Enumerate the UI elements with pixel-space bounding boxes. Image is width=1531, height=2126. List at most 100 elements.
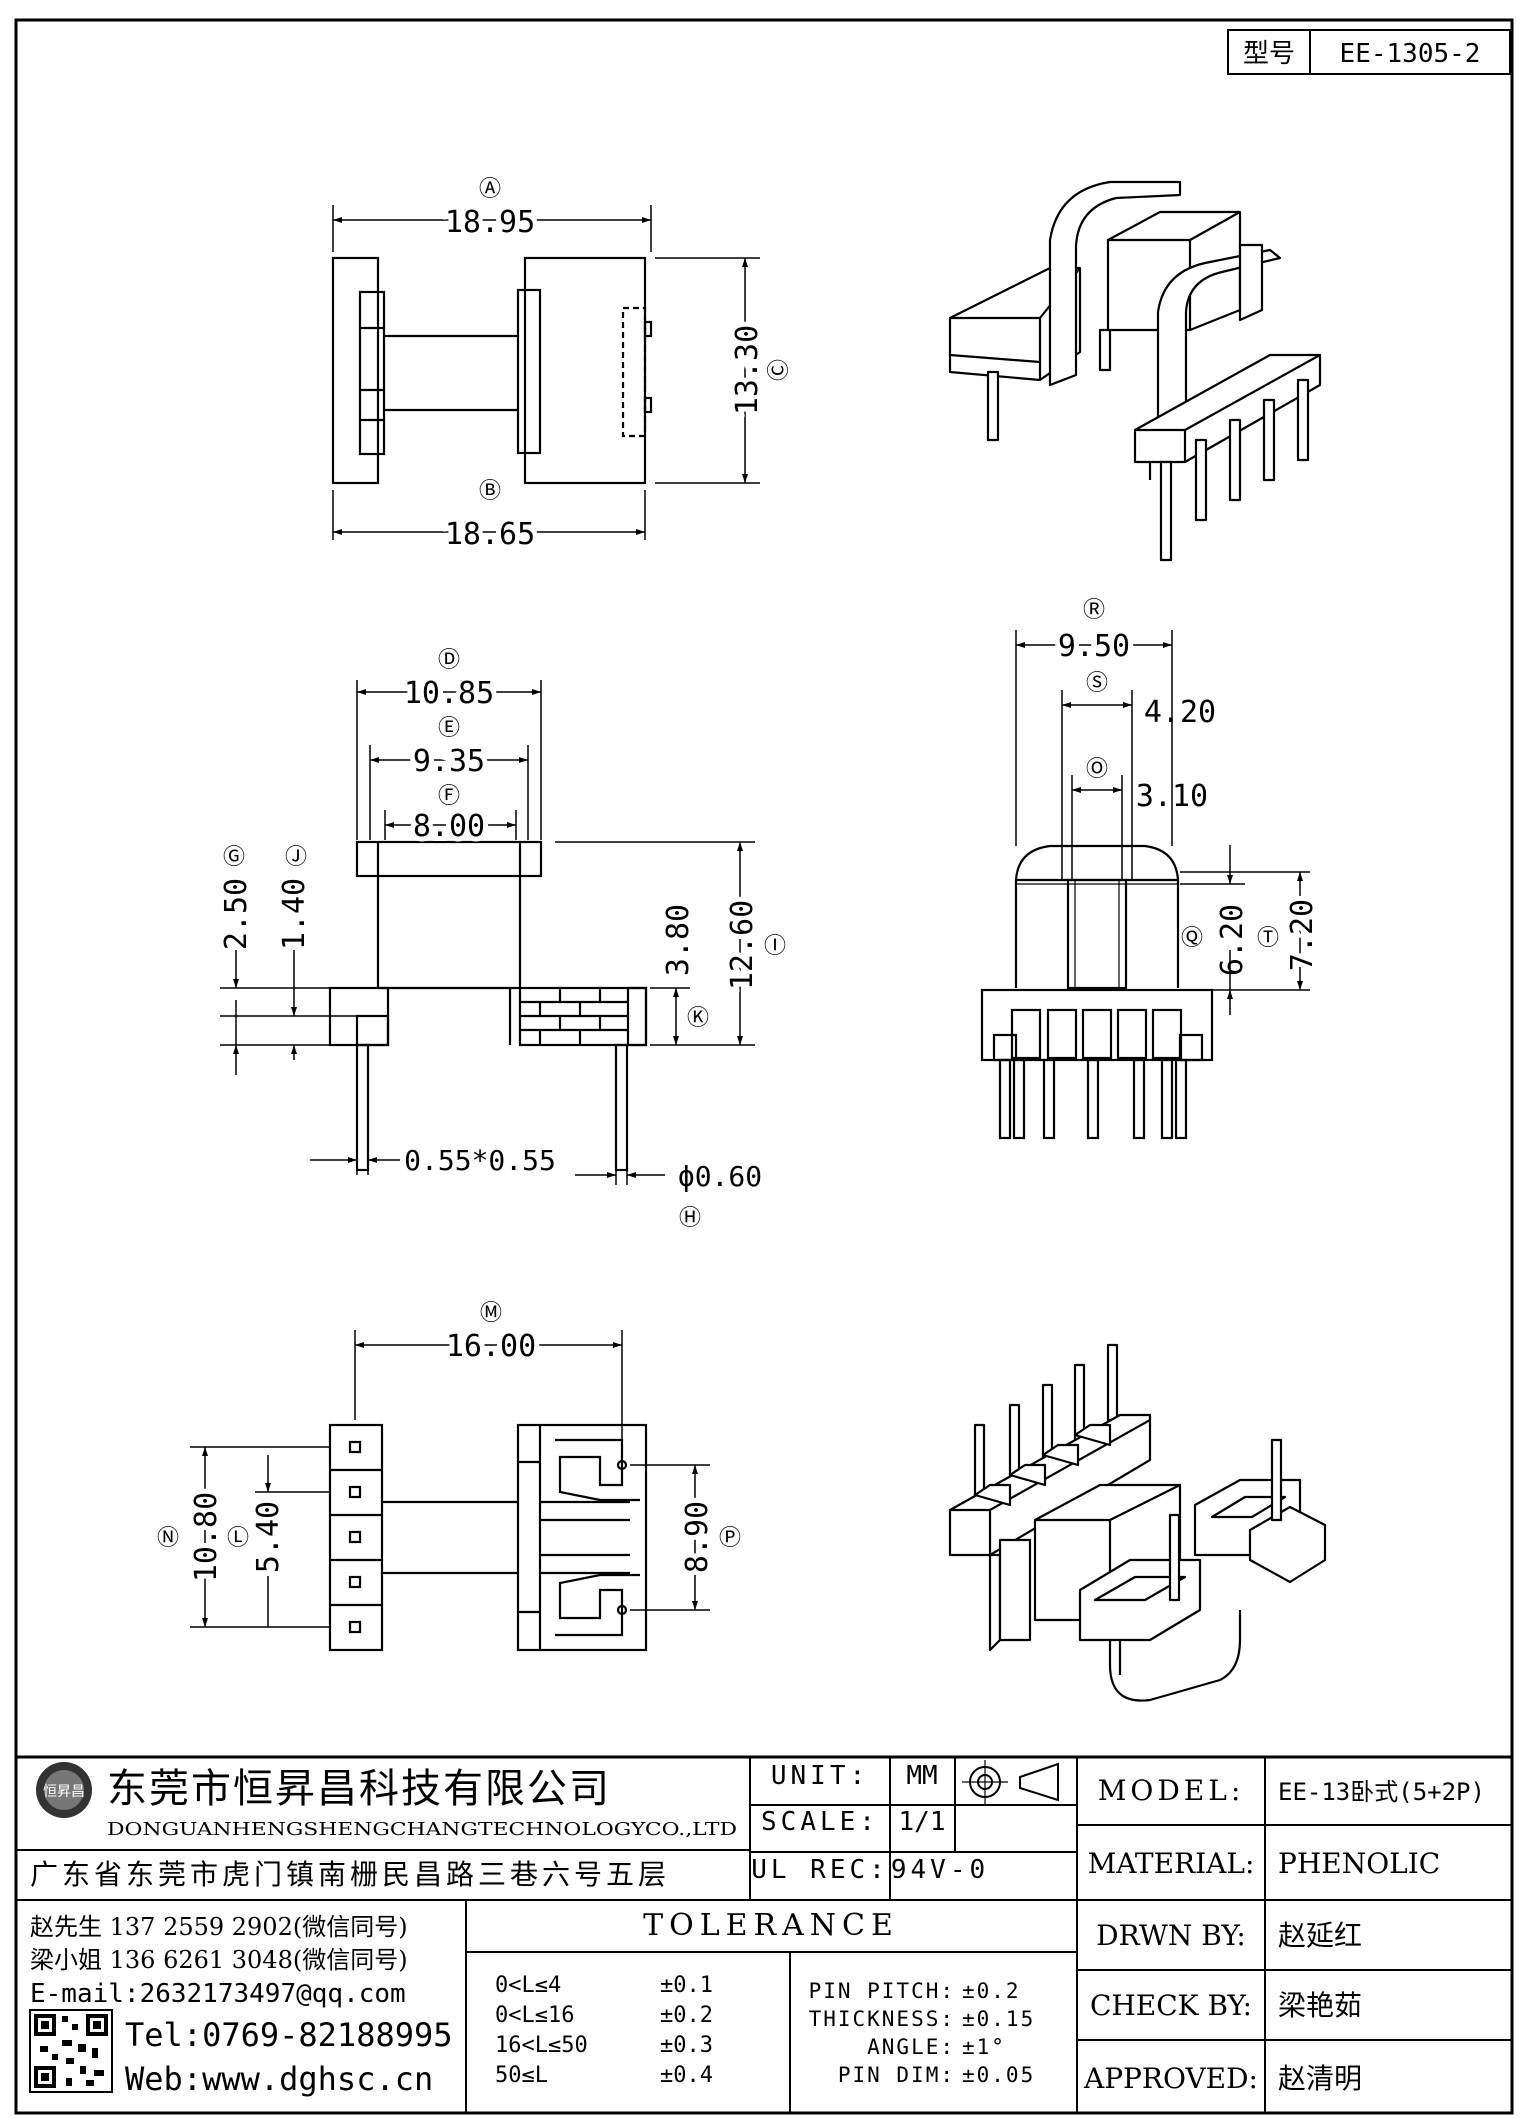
ul-value: 94V-0: [891, 1855, 989, 1885]
contact-tel: Tel:0769-82188995: [125, 2016, 453, 2054]
contact-web: Web:www.dghsc.cn: [125, 2060, 433, 2098]
company-name-cn: 东莞市恒昇昌科技有限公司: [107, 1766, 611, 1812]
dim-F-mark: Ⓕ: [438, 784, 460, 809]
drawn-by-label: DRWN BY:: [1096, 1919, 1246, 1952]
unit-label: UNIT:: [771, 1761, 869, 1791]
material-value: PHENOLIC: [1278, 1847, 1440, 1880]
company-address: 广东省东莞市虎门镇南栅民昌路三巷六号五层: [30, 1858, 670, 1891]
dim-B-mark: Ⓑ: [479, 479, 501, 504]
dim-H-mark: Ⓗ: [679, 1206, 701, 1231]
contact-2: 梁小姐 136 6261 3048(微信同号): [30, 1946, 408, 1974]
model-value: EE-13卧式(5+2P): [1278, 1778, 1485, 1806]
check-by-label: CHECK BY:: [1090, 1989, 1252, 2022]
dim-B-value: 18.65: [445, 517, 535, 552]
material-label: MATERIAL:: [1088, 1847, 1255, 1880]
dim-N-mark: Ⓝ: [157, 1526, 179, 1551]
spec-label-4: PIN DIM:: [838, 2063, 955, 2087]
dim-G-value: 2.50: [219, 878, 254, 950]
spec-label-2: THICKNESS:: [809, 2007, 955, 2031]
dim-A-value: 18.95: [445, 205, 535, 240]
tol-range-2: 0<L≤16: [495, 2003, 574, 2028]
dim-M-mark: Ⓜ: [480, 1301, 502, 1326]
scale-label: SCALE:: [761, 1807, 879, 1837]
tol-value-1: ±0.1: [660, 1973, 713, 1998]
spec-value-4: ±0.05: [962, 2063, 1035, 2087]
dim-L-mark: Ⓛ: [227, 1526, 249, 1551]
dim-F-value: 8.00: [413, 809, 485, 844]
dim-S-mark: Ⓢ: [1086, 671, 1108, 696]
logo-text: 恒昇昌: [43, 1784, 85, 1800]
qr-code: [29, 2009, 113, 2093]
front-view-labels: Ⓓ 10.85 Ⓔ 9.35 Ⓕ 8.00 Ⓖ 2.50 Ⓙ 1.40 3.80…: [219, 648, 786, 1231]
dim-J-mark: Ⓙ: [285, 845, 307, 870]
ul-label: UL REC:: [751, 1855, 889, 1885]
dim-E-value: 9.35: [413, 744, 485, 779]
dim-P-value: 8.90: [680, 1501, 715, 1573]
spec-label-1: PIN PITCH:: [809, 1979, 955, 2003]
dim-K-value: 3.80: [661, 904, 696, 976]
approved-value: 赵清明: [1278, 2062, 1362, 2095]
bottom-view: [190, 1330, 710, 1652]
dim-R-value: 9.50: [1058, 629, 1130, 664]
dim-I-value: 12.60: [725, 900, 760, 990]
dim-K-mark: Ⓚ: [687, 1006, 709, 1031]
check-by-value: 梁艳茹: [1278, 1989, 1362, 2022]
company-logo: 恒昇昌: [36, 1762, 92, 1818]
unit-value: MM: [906, 1761, 937, 1791]
projection-symbol-icon: [962, 1760, 1059, 1804]
dim-pin-square: 0.55*0.55: [404, 1144, 556, 1177]
tol-value-4: ±0.4: [660, 2063, 713, 2088]
model-label: MODEL:: [1098, 1774, 1245, 1807]
spec-value-1: ±0.2: [962, 1979, 1021, 2003]
dim-O-value: 3.10: [1136, 779, 1208, 814]
dim-D-value: 10.85: [404, 676, 494, 711]
isometric-view-1: [948, 180, 1322, 562]
dim-M-value: 16.00: [446, 1329, 536, 1364]
header-type-label: 型号: [1243, 39, 1295, 69]
dim-N-value: 10.80: [189, 1492, 224, 1582]
header-model-code: EE-1305-2: [1340, 39, 1481, 69]
drawn-by-value: 赵延红: [1278, 1919, 1362, 1952]
tol-range-4: 50≤L: [495, 2063, 548, 2088]
sheet-border: [14, 18, 1514, 2115]
dim-C-mark: Ⓒ: [767, 359, 792, 381]
contact-email: E-mail:2632173497@qq.com: [30, 1979, 406, 2009]
dim-Q-mark: Ⓠ: [1181, 926, 1203, 951]
isometric-view-2: [948, 1343, 1327, 1702]
dim-I-mark: Ⓘ: [764, 934, 786, 959]
header-model-box: 型号 EE-1305-2: [1227, 29, 1511, 75]
approved-label: APPROVED:: [1083, 2062, 1258, 2095]
title-block-grid: [16, 1755, 1512, 2113]
dim-C-value: 13.30: [730, 325, 765, 415]
spec-value-3: ±1°: [962, 2035, 1006, 2059]
bottom-view-labels: Ⓜ 16.00 Ⓝ 10.80 Ⓛ 5.40 8.90 Ⓟ: [157, 1301, 741, 1587]
scale-value: 1/1: [899, 1807, 946, 1837]
dim-P-mark: Ⓟ: [719, 1526, 741, 1551]
side-view: [980, 630, 1310, 1140]
tol-range-1: 0<L≤4: [495, 1973, 561, 1998]
dim-J-value: 1.40: [277, 878, 312, 950]
spec-label-3: ANGLE:: [867, 2035, 955, 2059]
dim-Q-value: 6.20: [1215, 904, 1250, 976]
contact-1: 赵先生 137 2559 2902(微信同号): [30, 1913, 408, 1941]
dim-E-mark: Ⓔ: [438, 716, 460, 741]
dim-A-mark: Ⓐ: [479, 177, 501, 202]
tol-value-2: ±0.2: [660, 2003, 713, 2028]
dim-D-mark: Ⓓ: [438, 648, 460, 673]
dim-T-mark: Ⓣ: [1257, 926, 1279, 951]
title-block-text: 东莞市恒昇昌科技有限公司 DONGUANHENGSHENGCHANGTECHNO…: [30, 1761, 1485, 2098]
dim-L-value: 5.40: [251, 1501, 286, 1573]
side-view-labels: Ⓡ 9.50 Ⓢ 4.20 Ⓞ 3.10 Ⓠ 6.20 Ⓣ 7.20: [1053, 598, 1325, 976]
top-view: [331, 205, 760, 540]
tolerance-title: TOLERANCE: [643, 1908, 899, 1943]
top-view-labels: Ⓐ 18.95 Ⓑ 18.65 13.30 Ⓒ: [440, 177, 792, 557]
dim-G-mark: Ⓖ: [223, 845, 245, 870]
company-name-en: DONGUANHENGSHENGCHANGTECHNOLOGYCO.,LTD: [107, 1819, 737, 1840]
dim-S-value: 4.20: [1144, 695, 1216, 730]
spec-value-2: ±0.15: [962, 2007, 1035, 2031]
dim-H-value: ϕ0.60: [678, 1160, 762, 1193]
dim-T-value: 7.20: [1285, 899, 1320, 971]
dim-R-mark: Ⓡ: [1083, 598, 1105, 623]
